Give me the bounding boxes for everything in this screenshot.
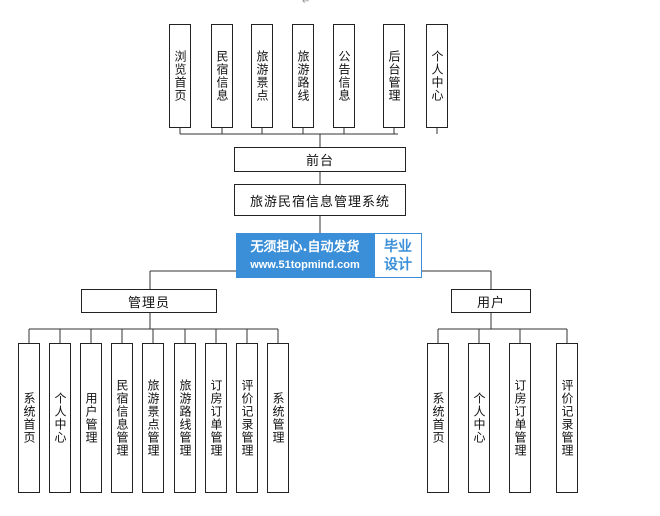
module-announcements: 公告信息	[333, 24, 355, 128]
module-routes: 旅游路线	[292, 24, 314, 128]
module-label: 个人中心	[472, 392, 486, 444]
admin-module-booking-management: 订房订单管理	[205, 343, 227, 493]
watermark-slogan: 无须担心.自动发货	[250, 239, 360, 255]
module-label: 用户管理	[84, 392, 98, 444]
module-label: 民宿信息	[215, 50, 229, 102]
module-personal-center: 个人中心	[426, 24, 448, 128]
module-label: 公告信息	[337, 50, 351, 102]
return-mark: ↵	[302, 0, 311, 7]
watermark-url: www.51topmind.com	[250, 258, 360, 271]
user-module-booking-management: 订房订单管理	[509, 343, 531, 493]
watermark-badge-line1: 毕业	[384, 238, 412, 255]
admin-label: 管理员	[127, 295, 170, 311]
module-label: 民宿信息管理	[115, 379, 129, 457]
module-label: 订房订单管理	[513, 379, 527, 457]
module-homestay-info: 民宿信息	[211, 24, 233, 128]
module-attractions: 旅游景点	[251, 24, 273, 128]
user-node: 用户	[451, 289, 531, 313]
module-label: 旅游路线	[296, 50, 310, 102]
admin-node: 管理员	[81, 289, 217, 313]
admin-module-personal-center: 个人中心	[49, 343, 71, 493]
module-label: 旅游路线管理	[178, 379, 192, 457]
module-label: 系统首页	[22, 392, 36, 444]
frontend-label: 前台	[305, 154, 334, 169]
module-label: 系统管理	[271, 392, 285, 444]
admin-module-user-management: 用户管理	[80, 343, 102, 493]
user-module-review-management: 评价记录管理	[556, 343, 578, 493]
admin-module-attraction-management: 旅游景点管理	[142, 343, 164, 493]
module-label: 旅游景点	[255, 50, 269, 102]
module-label: 系统首页	[431, 392, 445, 444]
system-label: 旅游民宿信息管理系统	[249, 194, 390, 210]
admin-module-system-management: 系统管理	[267, 343, 289, 493]
module-label: 个人中心	[430, 50, 444, 102]
system-node: 旅游民宿信息管理系统	[234, 184, 406, 216]
admin-module-review-management: 评价记录管理	[236, 343, 258, 493]
admin-module-system-home: 系统首页	[18, 343, 40, 493]
watermark-badge-line2: 设计	[384, 256, 412, 273]
module-label: 评价记录管理	[560, 379, 574, 457]
watermark-banner: 无须担心.自动发货 www.51topmind.com 毕业 设计	[236, 233, 422, 278]
module-label: 浏览首页	[173, 50, 187, 102]
watermark-badge: 毕业 设计	[374, 233, 422, 278]
module-label: 旅游景点管理	[146, 379, 160, 457]
watermark-main: 无须担心.自动发货 www.51topmind.com	[236, 233, 374, 278]
module-browse-home: 浏览首页	[169, 24, 191, 128]
frontend-node: 前台	[234, 147, 406, 172]
module-label: 评价记录管理	[240, 379, 254, 457]
admin-module-homestay-management: 民宿信息管理	[111, 343, 133, 493]
module-backend: 后台管理	[383, 24, 405, 128]
module-label: 个人中心	[53, 392, 67, 444]
module-label: 后台管理	[387, 50, 401, 102]
module-label: 订房订单管理	[209, 379, 223, 457]
user-module-personal-center: 个人中心	[468, 343, 490, 493]
user-module-system-home: 系统首页	[427, 343, 449, 493]
admin-module-route-management: 旅游路线管理	[174, 343, 196, 493]
user-label: 用户	[476, 295, 505, 311]
